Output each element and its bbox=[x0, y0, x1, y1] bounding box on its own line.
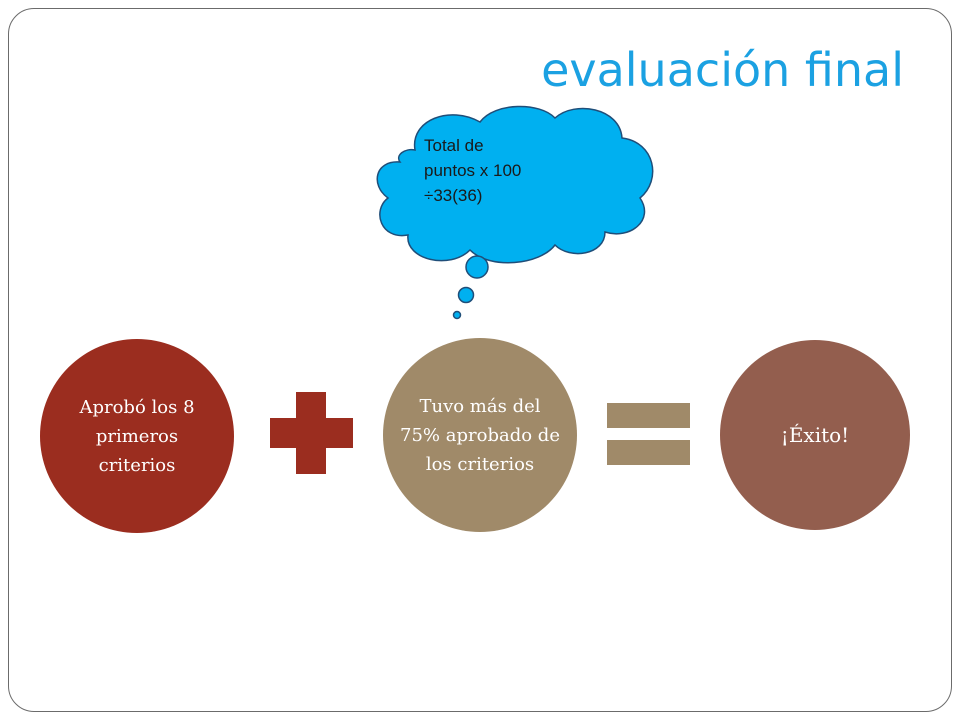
callout-line-2: puntos x 100 bbox=[424, 161, 522, 180]
criteria-node-seventy-five-percent: Tuvo más del 75% aprobado de los criteri… bbox=[383, 338, 577, 532]
equals-sign-top-bar bbox=[607, 403, 690, 428]
callout-line-3: ÷33(36) bbox=[424, 186, 483, 205]
thought-dot-medium bbox=[457, 286, 475, 304]
thought-dot-small bbox=[452, 310, 462, 320]
thought-dot-large bbox=[465, 255, 489, 279]
criteria-node-first-eight: Aprobó los 8 primeros criterios bbox=[40, 339, 234, 533]
callout-line-1: Total de bbox=[424, 136, 484, 155]
plus-sign-horizontal-bar bbox=[270, 418, 353, 448]
equals-sign-bottom-bar bbox=[607, 440, 690, 465]
slide-title: evaluación final bbox=[541, 43, 904, 97]
callout-text: Total de puntos x 100 ÷33(36) bbox=[424, 133, 584, 208]
thought-bubble-callout bbox=[376, 105, 654, 320]
result-node-success: ¡Éxito! bbox=[720, 340, 910, 530]
cloud-body bbox=[376, 105, 654, 264]
